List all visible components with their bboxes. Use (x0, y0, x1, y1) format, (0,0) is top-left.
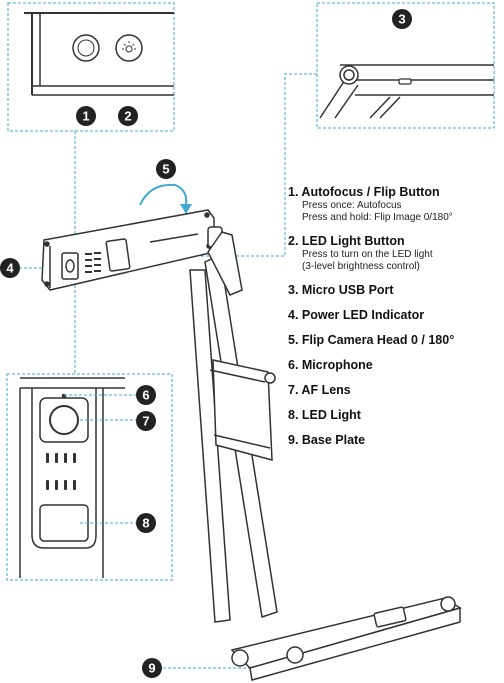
legend-item-title: 2. LED Light Button (288, 234, 405, 248)
legend-item-description: Press once: Autofocus (302, 200, 402, 211)
callout-badge-7: 7 (136, 411, 156, 431)
callout-badge-3: 3 (392, 9, 412, 29)
callout-badge-5: 5 (156, 159, 176, 179)
legend-item: 4. Power LED Indicator (288, 308, 502, 323)
legend-item: 5. Flip Camera Head 0 / 180° (288, 333, 502, 348)
legend-item-title: 3. Micro USB Port (288, 283, 394, 297)
legend-item-title: 1. Autofocus / Flip Button (288, 185, 440, 199)
usb-callout-box (316, 2, 495, 129)
callout-badge-2: 2 (118, 106, 138, 126)
legend-item-description: Press and hold: Flip Image 0/180° (302, 212, 453, 223)
badges: 1 2 3 4 5 6 7 8 9 (0, 9, 412, 678)
front-detail (19, 377, 125, 578)
front-led-grille (46, 453, 76, 490)
callout-badge-number: 6 (142, 388, 149, 403)
legend-item: 9. Base Plate (288, 433, 502, 448)
flip-rotation-arrow (139, 183, 188, 206)
usb-detail (319, 64, 494, 119)
legend-item-description: (3-level brightness control) (302, 261, 420, 272)
callout-badge-8: 8 (136, 513, 156, 533)
usb-leader-line (186, 73, 317, 257)
legend-item-title: 9. Base Plate (288, 433, 366, 447)
callout-badge-number: 3 (398, 12, 405, 27)
micro-usb-port (398, 78, 412, 85)
callout-badge-number: 5 (162, 162, 169, 177)
led-button-icon (115, 34, 143, 62)
led-grille (85, 252, 101, 273)
callout-lines (6, 2, 495, 669)
callout-badge-number: 1 (82, 109, 89, 124)
callout-badge-number: 4 (6, 261, 14, 276)
buttons-detail (24, 12, 174, 96)
legend-item: 8. LED Light (288, 408, 502, 423)
callout-badge-number: 9 (148, 661, 155, 676)
callout-badge-number: 8 (142, 516, 149, 531)
callout-badge-4: 4 (0, 258, 20, 278)
legend-item-title: 8. LED Light (288, 408, 361, 422)
legend-item-title: 7. AF Lens (288, 383, 351, 397)
legend-item-title: 4. Power LED Indicator (288, 308, 425, 322)
legend-item-title: 6. Microphone (288, 358, 373, 372)
legend-item: 6. Microphone (288, 358, 502, 373)
autofocus-button-icon (72, 34, 100, 62)
stand-arms (189, 226, 278, 623)
callout-badge-9: 9 (142, 658, 162, 678)
legend-item-description: Press to turn on the LED light (302, 249, 433, 260)
camera-head (41, 209, 215, 291)
af-lens (49, 405, 79, 435)
callout-badge-1: 1 (76, 106, 96, 126)
callout-badge-6: 6 (136, 385, 156, 405)
callout-badge-number: 2 (124, 109, 131, 124)
legend-item-title: 5. Flip Camera Head 0 / 180° (288, 333, 455, 347)
front-callout-box (6, 373, 173, 581)
legend-item: 7. AF Lens (288, 383, 502, 398)
buttons-callout-box (7, 2, 175, 132)
base-plate (230, 596, 462, 681)
legend-item: 3. Micro USB Port (288, 283, 502, 298)
callout-badge-number: 7 (142, 414, 149, 429)
